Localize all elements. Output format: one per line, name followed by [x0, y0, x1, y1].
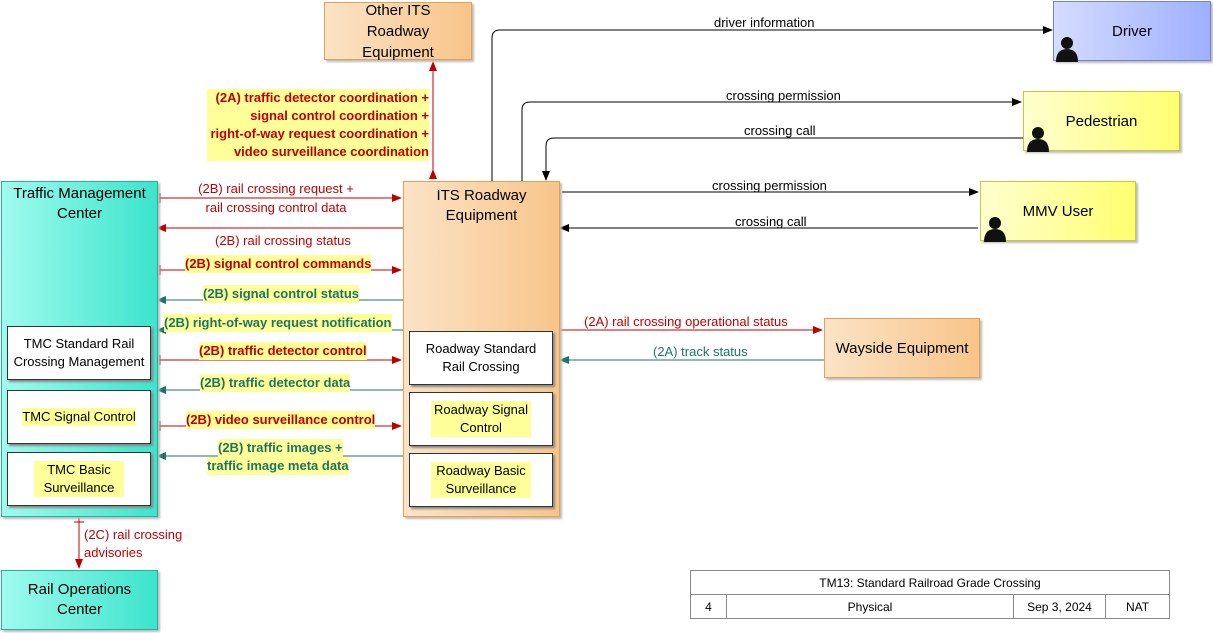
- label-signal-control-status: (2B) signal control status: [203, 285, 360, 303]
- label-traffic-detector-control: (2B) traffic detector control: [199, 342, 367, 360]
- title-block-author: NAT: [1105, 594, 1170, 619]
- label-driver-information: driver information: [714, 15, 815, 30]
- node-label: ITS Roadway Equipment: [436, 187, 527, 224]
- label-traffic-detector-data: (2B) traffic detector data: [200, 374, 351, 392]
- title-block-title: TM13: Standard Railroad Grade Crossing: [690, 570, 1170, 595]
- subsystem-tmc-signal-control[interactable]: TMC Signal Control: [7, 390, 151, 444]
- label-mmv-crossing-call: crossing call: [735, 214, 807, 229]
- label-rail-crossing-advisories-2: advisories: [84, 545, 143, 560]
- node-label: Wayside Equipment: [835, 339, 969, 357]
- label-rail-crossing-advisories-1: (2C) rail crossing: [84, 527, 183, 542]
- node-label: Other ITS Roadway Equipment: [362, 1, 434, 61]
- label-traffic-images-1: (2B) traffic images +: [218, 439, 343, 457]
- subsystem-label: TMC Basic Surveillance: [34, 461, 124, 497]
- label-ped-crossing-permission: crossing permission: [726, 88, 841, 103]
- title-block-number: 4: [690, 594, 727, 619]
- title-block-view: Physical: [726, 594, 1014, 619]
- node-label: Traffic Management Center: [13, 185, 146, 222]
- label-mmv-crossing-permission: crossing permission: [712, 178, 827, 193]
- label-other-its-line-1: (2A) traffic detector coordination +: [207, 89, 429, 107]
- label-other-its-line-3: right-of-way request coordination +: [207, 125, 429, 143]
- label-signal-control-commands: (2B) signal control commands: [185, 255, 372, 273]
- node-mmv-user[interactable]: MMV User: [980, 181, 1136, 241]
- subsystem-label: Roadway Standard Rail Crossing: [425, 341, 537, 374]
- label-rail-crossing-request-2: rail crossing control data: [205, 200, 347, 215]
- subsystem-roadway-basic-surveillance[interactable]: Roadway Basic Surveillance: [409, 453, 553, 507]
- node-label: Driver: [1112, 22, 1152, 40]
- subsystem-roadway-standard-rail-crossing[interactable]: Roadway Standard Rail Crossing: [409, 331, 553, 385]
- flow-ped-crossing-call: [542, 137, 1023, 181]
- subsystem-tmc-basic-surveillance[interactable]: TMC Basic Surveillance: [7, 452, 151, 506]
- label-rail-crossing-status: (2B) rail crossing status: [215, 233, 351, 248]
- node-pedestrian[interactable]: Pedestrian: [1023, 91, 1180, 151]
- flow-driver-information: [491, 26, 1053, 182]
- subsystem-label: Roadway Signal Control: [431, 401, 531, 437]
- label-rail-crossing-request-1: (2B) rail crossing request +: [198, 181, 354, 196]
- node-other-its-roadway-equipment[interactable]: Other ITS Roadway Equipment: [324, 1, 472, 61]
- node-rail-operations-center[interactable]: Rail Operations Center: [1, 570, 158, 630]
- label-right-of-way-notification: (2B) right-of-way request notification: [164, 314, 392, 332]
- label-rail-operational-status: (2A) rail crossing operational status: [584, 314, 788, 329]
- label-other-its-line-4: video surveillance coordination: [207, 143, 429, 161]
- node-label: Rail Operations Center: [27, 581, 132, 618]
- person-icon: [1056, 37, 1078, 62]
- flow-ped-crossing-permission: [521, 98, 1022, 182]
- node-wayside-equipment[interactable]: Wayside Equipment: [824, 318, 980, 378]
- subsystem-roadway-signal-control[interactable]: Roadway Signal Control: [409, 392, 553, 446]
- title-block-date: Sep 3, 2024: [1013, 594, 1106, 619]
- label-video-surveillance-control: (2B) video surveillance control: [186, 411, 376, 429]
- person-icon: [984, 217, 1006, 242]
- label-traffic-images-2: traffic image meta data: [207, 457, 349, 475]
- node-label: Pedestrian: [1065, 112, 1138, 130]
- label-ped-crossing-call: crossing call: [744, 123, 816, 138]
- subsystem-label: TMC Standard Rail Crossing Management: [13, 336, 145, 369]
- subsystem-label: TMC Signal Control: [22, 408, 136, 426]
- label-other-its-line-2: signal control coordination +: [207, 107, 429, 125]
- node-label: MMV User: [1022, 202, 1094, 220]
- node-driver[interactable]: Driver: [1053, 1, 1211, 61]
- label-track-status: (2A) track status: [653, 344, 748, 359]
- person-icon: [1027, 127, 1049, 152]
- subsystem-label: Roadway Basic Surveillance: [431, 462, 531, 498]
- subsystem-tmc-standard-rail-crossing[interactable]: TMC Standard Rail Crossing Management: [7, 326, 151, 380]
